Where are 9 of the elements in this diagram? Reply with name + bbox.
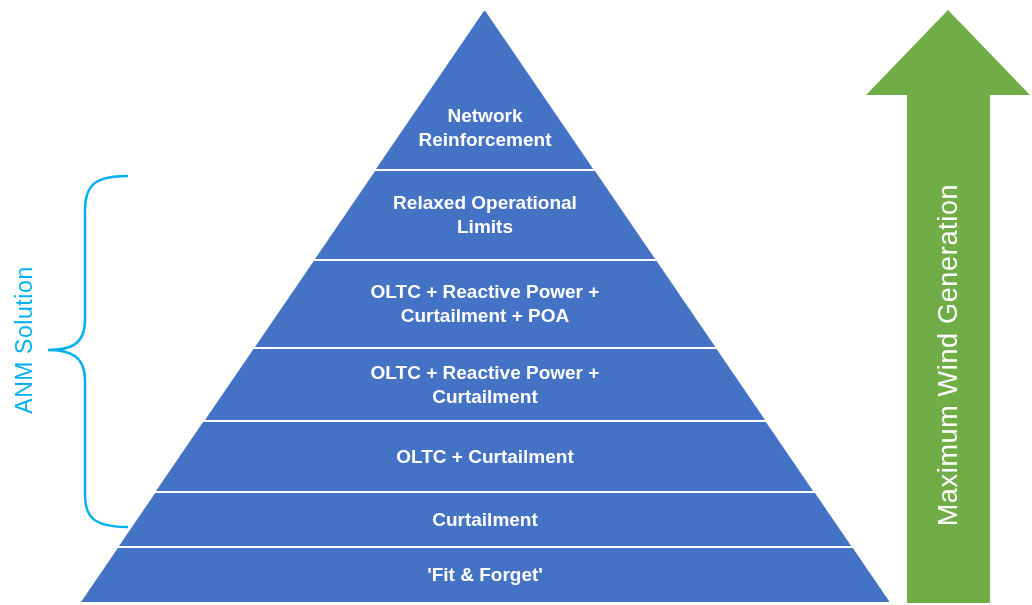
brace-label: ANM Solution bbox=[9, 265, 38, 416]
layer-label: 'Fit & Forget' bbox=[427, 563, 543, 587]
layer-label: OLTC + Curtailment bbox=[396, 444, 574, 469]
layer-label: Network Reinforcement bbox=[417, 103, 553, 152]
arrow-label: Maximum Wind Generation bbox=[931, 182, 964, 529]
layer-label: OLTC + Reactive Power + Curtailment + POA bbox=[369, 280, 601, 328]
layer-label: OLTC + Reactive Power + Curtailment bbox=[369, 360, 601, 409]
layer-label: Curtailment bbox=[432, 507, 538, 532]
layer-label: Relaxed Operational Limits bbox=[392, 191, 578, 239]
